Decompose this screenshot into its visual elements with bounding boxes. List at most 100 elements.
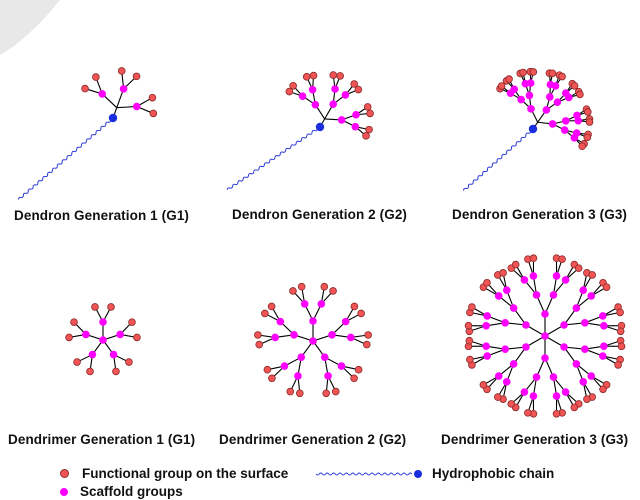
functional-group xyxy=(128,318,136,326)
legend-functional-label: Functional group on the surface xyxy=(82,466,289,481)
functional-group xyxy=(524,409,532,417)
scaffold-group xyxy=(510,85,518,94)
scaffold-group xyxy=(347,333,355,342)
functional-group xyxy=(268,374,276,383)
functional-group xyxy=(616,308,624,317)
functional-group xyxy=(570,81,579,90)
scaffold-group xyxy=(320,353,329,361)
functional-group xyxy=(578,142,586,150)
scaffold-group xyxy=(529,272,538,280)
scaffold-group-icon xyxy=(60,487,68,496)
functional-group xyxy=(583,133,592,142)
scaffold-group xyxy=(581,345,589,353)
scaffold-group xyxy=(520,276,529,284)
functional-group xyxy=(329,287,337,295)
scaffold-group xyxy=(546,93,554,101)
functional-group xyxy=(331,387,340,396)
functional-group xyxy=(350,374,358,383)
caption-dendron-g1: Dendron Generation 1 (G1) xyxy=(14,208,190,223)
scaffold-group xyxy=(552,272,561,280)
functional-group xyxy=(617,342,626,351)
scaffold-group xyxy=(99,318,107,326)
functional-group xyxy=(511,260,520,269)
scaffold-group xyxy=(309,337,317,345)
core-group xyxy=(108,113,118,123)
scaffold-group xyxy=(572,304,581,312)
scaffold-group xyxy=(560,126,569,134)
hydrophobic-chain-icon xyxy=(315,469,422,478)
functional-group xyxy=(483,278,491,287)
scaffold-group xyxy=(328,331,336,339)
scaffold-group xyxy=(483,312,491,320)
scaffold-group xyxy=(526,79,535,87)
scaffold-group xyxy=(341,91,350,99)
functional-group xyxy=(599,385,607,394)
functional-group xyxy=(576,90,584,99)
scaffold-group xyxy=(116,330,124,339)
scaffold-group xyxy=(509,304,518,312)
functional-group xyxy=(552,409,561,418)
scaffold-group xyxy=(579,378,588,386)
scaffold-group xyxy=(482,342,490,351)
scaffold-group xyxy=(599,312,607,320)
functional-group xyxy=(464,321,473,330)
scaffold-group xyxy=(572,360,581,368)
functional-group xyxy=(602,283,611,291)
functional-group xyxy=(320,282,329,291)
scaffold-group xyxy=(549,373,558,381)
scaffold-group xyxy=(331,85,339,93)
functional-group xyxy=(362,132,370,140)
dendron-g1-diagram xyxy=(18,67,158,200)
scaffold-group xyxy=(542,106,551,114)
caption-dendron-g2: Dendron Generation 2 (G2) xyxy=(232,207,408,222)
scaffold-group xyxy=(587,372,596,380)
functional-group xyxy=(125,358,133,366)
scaffold-group xyxy=(541,332,549,340)
scaffold-group xyxy=(579,286,588,294)
scaffold-group xyxy=(276,317,285,326)
scaffold-group xyxy=(522,343,530,351)
scaffold-group xyxy=(532,373,541,381)
dendrimer-g1-diagram xyxy=(65,303,141,376)
panel-dendron-g2 xyxy=(215,30,415,210)
functional-group xyxy=(499,269,507,277)
hydrophobic-chain xyxy=(18,117,114,200)
scaffold-group xyxy=(352,110,360,119)
functional-group xyxy=(297,282,306,291)
scaffold-group xyxy=(561,117,570,125)
functional-group-icon xyxy=(60,469,69,478)
functional-group xyxy=(286,387,295,396)
scaffold-group xyxy=(552,392,561,400)
functional-group xyxy=(558,72,566,81)
legend-scaffold-label: Scaffold groups xyxy=(80,484,183,499)
caption-dendrimer-g2: Dendrimer Generation 2 (G2) xyxy=(219,432,407,447)
functional-group xyxy=(354,365,363,374)
legend-functional: Functional group on the surface xyxy=(60,466,288,481)
scaffold-group xyxy=(297,353,306,361)
functional-group xyxy=(92,73,100,81)
scaffold-group xyxy=(587,292,596,300)
functional-group xyxy=(350,80,359,88)
dendrimer-g3-diagram xyxy=(464,254,626,418)
legend-hydrophobic: Hydrophobic chain xyxy=(314,466,554,481)
scaffold-group xyxy=(280,362,289,370)
scaffold-group xyxy=(520,388,529,396)
scaffold-group xyxy=(509,360,518,368)
scaffold-group xyxy=(565,93,573,102)
functional-group xyxy=(465,336,474,345)
functional-group xyxy=(362,340,371,349)
scaffold-group xyxy=(600,342,608,351)
functional-group xyxy=(91,303,99,311)
functional-group xyxy=(363,103,372,111)
legend-hydrophobic-label: Hydrophobic chain xyxy=(432,466,555,481)
functional-group xyxy=(70,318,78,326)
functional-group xyxy=(588,271,597,279)
scaffold-group xyxy=(482,321,490,330)
functional-group xyxy=(117,67,126,75)
scaffold-group xyxy=(574,116,582,125)
functional-group xyxy=(322,389,330,398)
dendron-g3-diagram xyxy=(463,67,594,191)
scaffold-group xyxy=(501,345,509,353)
panel-dendron-g3 xyxy=(450,5,640,200)
scaffold-group xyxy=(300,300,309,308)
